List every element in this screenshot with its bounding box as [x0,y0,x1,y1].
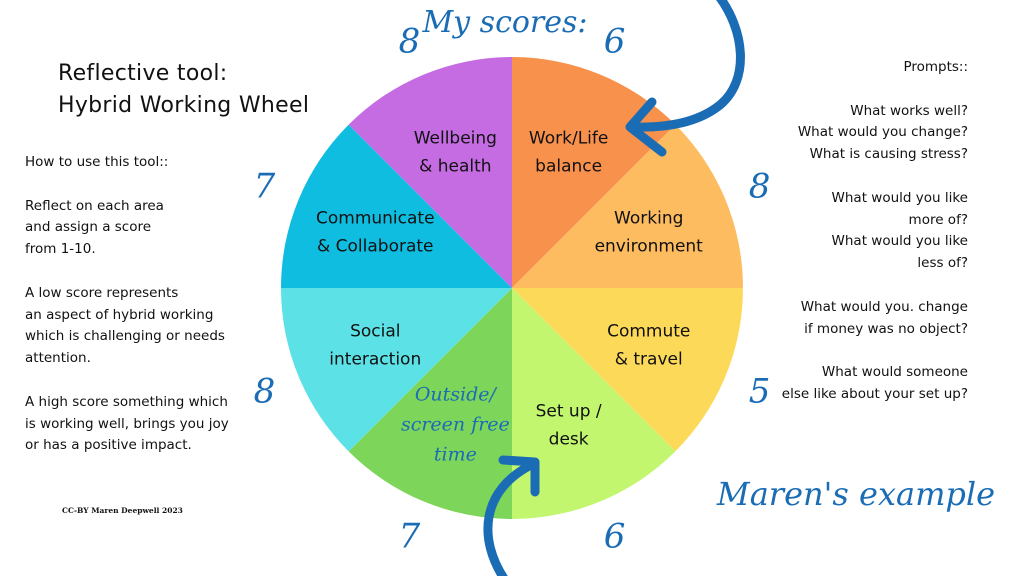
segment-label: Working [614,208,683,228]
how-to-paragraph-line: is working well, brings you joy [25,415,229,432]
score-number: 8 [254,372,276,412]
prompt-group-line: else like about your set up? [781,385,968,402]
prompt-group-line: What works well? [850,102,968,119]
prompt-group: What would someone else like about your s… [782,362,968,406]
segment-label: Communicate [316,208,435,228]
segment-label: Commute [607,322,690,342]
segment-label: interaction [329,350,421,370]
prompt-group-line: What would you like [831,189,968,206]
prompt-group-line: less of? [917,255,968,272]
page-title: Reflective tool: Hybrid Working Wheel [58,58,309,122]
wheel-segment [512,124,743,289]
arrow-icon [483,455,540,576]
segment-label: balance [535,156,602,176]
prompt-group: What works well? What would you change? Wh… [782,101,968,166]
prompt-group-line: more of? [908,211,968,228]
title-line-2: Hybrid Working Wheel [58,93,310,118]
prompt-group-line: What would you change? [797,124,968,141]
prompts: Prompts:: What works well?What would you… [782,57,968,428]
segment-label: environment [595,236,704,256]
prompts-heading: Prompts:: [903,59,968,75]
segment-label: time [434,444,477,466]
segment-label: & Collaborate [317,236,434,256]
example-label: Maren's example [716,475,995,513]
how-to-paragraph-line: which is challenging or needs [25,328,225,345]
how-to-paragraph-line: attention. [25,350,91,367]
prompt-group-line: What would you. change [800,298,968,315]
wheel-segment [348,288,512,519]
segment-label: desk [549,430,589,450]
segment-label: Work/Life [529,128,608,148]
prompt-group-line: What is causing stress? [809,146,968,163]
segment-label: & travel [615,350,683,370]
how-to-paragraph-line: an aspect of hybrid working [25,306,214,323]
how-to-paragraph-line: A low score represents [25,284,179,301]
prompt-group: What would you. change if money was no ob… [782,297,968,341]
segment-label: Set up / [536,402,602,422]
score-number: 7 [254,166,276,206]
score-number: 6 [604,517,626,557]
segment-label: Wellbeing [414,128,497,148]
score-number: 8 [749,166,771,206]
how-to-paragraph-line: or has a positive impact. [25,437,192,454]
how-to-heading: How to use this tool:: [25,154,169,170]
my-scores-label: My scores: [421,5,587,40]
title-line-1: Reflective tool: [58,61,228,86]
how-to-paragraph: A high score something which is working w… [25,392,229,457]
prompt-group-line: What would you like [831,233,968,250]
wheel-segment [512,288,676,519]
wheel-segment [512,288,743,452]
prompt-group-line: if money was no object? [804,320,968,337]
score-number: 6 [604,21,626,61]
how-to-paragraph: A low score represents an aspect of hybri… [25,283,229,370]
segment-label: Social [350,322,400,342]
wheel-segment [281,288,512,452]
how-to-instructions: How to use this tool:: Reflect on each a… [25,152,229,479]
wheel-segment [281,124,512,289]
prompt-group-line: What would someone [821,364,968,381]
wheel-segment [512,57,676,288]
segment-label: Outside/ [415,384,498,406]
score-number: 7 [399,517,421,557]
segment-label: & health [419,156,491,176]
wheel-segment [348,56,512,288]
how-to-paragraph: Reflect on each area and assign a score fr… [25,196,229,261]
how-to-paragraph-line: A high score something which [25,393,228,410]
how-to-paragraph-line: and assign a score [25,219,152,236]
prompt-group: What would you like more of? What would yo… [782,188,968,275]
arrow-icon [625,0,745,157]
how-to-paragraph-line: from 1-10. [25,241,96,258]
segment-label: screen free [401,414,510,436]
how-to-paragraph-line: Reflect on each area [25,197,164,214]
score-number: 8 [399,21,421,61]
score-number: 5 [749,372,771,412]
credit: CC-BY Maren Deepwell 2023 [62,506,183,515]
